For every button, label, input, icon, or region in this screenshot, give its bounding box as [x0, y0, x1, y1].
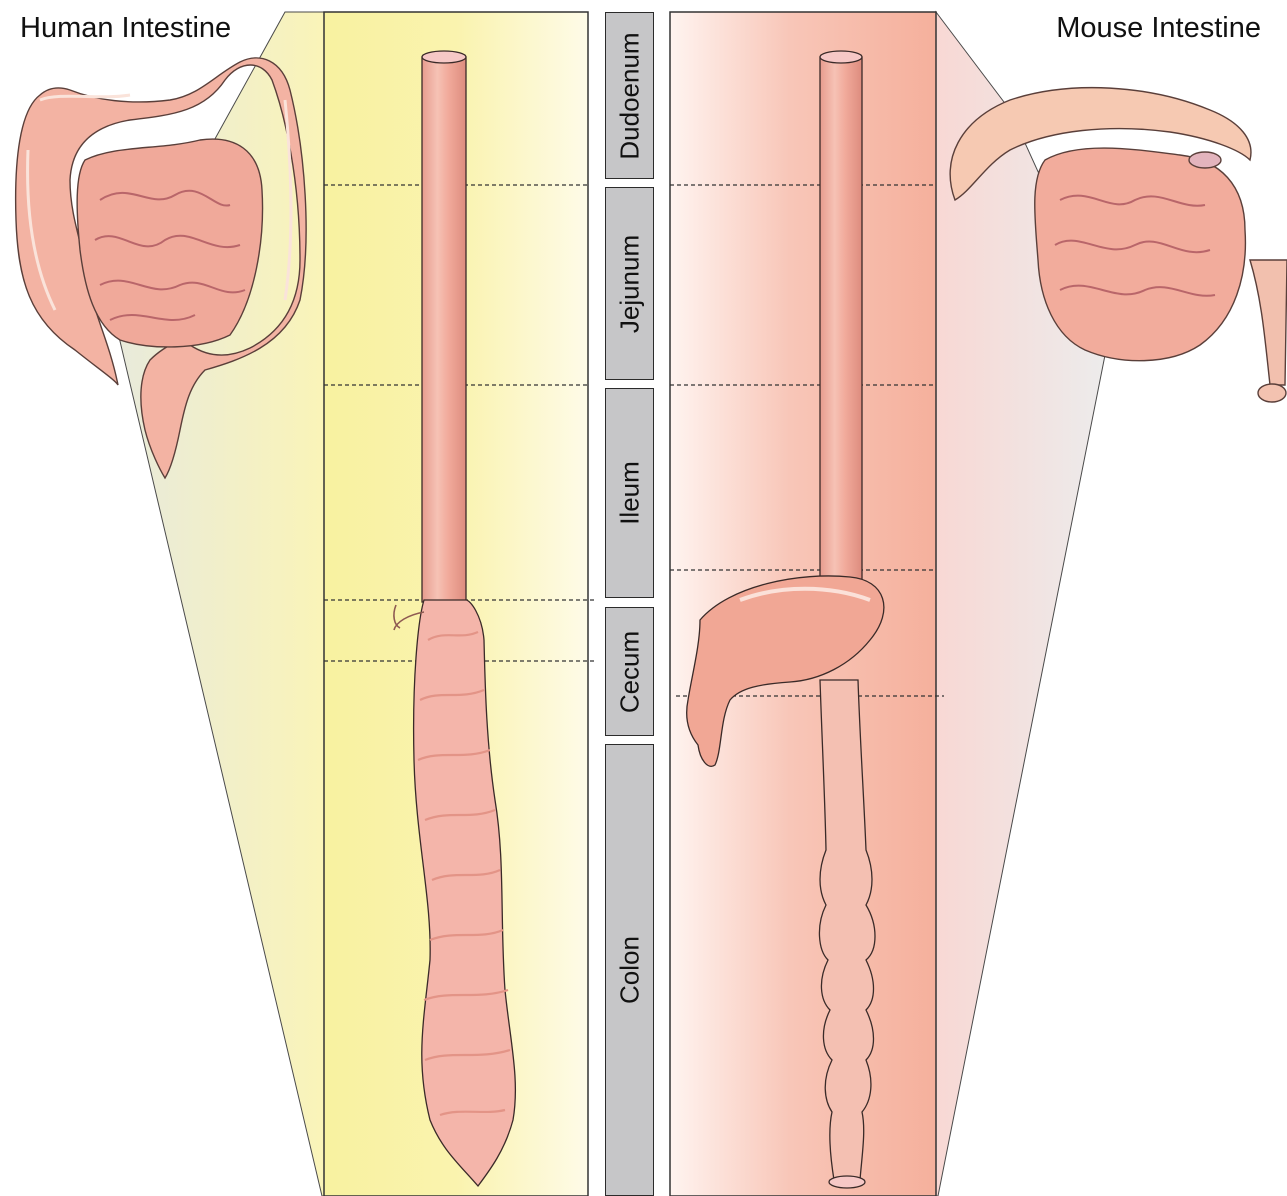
human-intestine-title: Human Intestine [20, 12, 231, 45]
segment-label: Jejunum [614, 234, 645, 332]
segment-label: Dudoenum [614, 32, 645, 159]
segment-jejunum: Jejunum [605, 187, 654, 380]
segment-cecum: Cecum [605, 607, 654, 736]
segment-ileum: Ileum [605, 388, 654, 598]
segment-label: Cecum [614, 630, 645, 712]
segment-label: Colon [614, 936, 645, 1004]
segment-colon: Colon [605, 744, 654, 1196]
segment-label: Ileum [614, 461, 645, 525]
segment-duodenum: Dudoenum [605, 12, 654, 179]
mouse-intestine-title: Mouse Intestine [1056, 12, 1261, 45]
